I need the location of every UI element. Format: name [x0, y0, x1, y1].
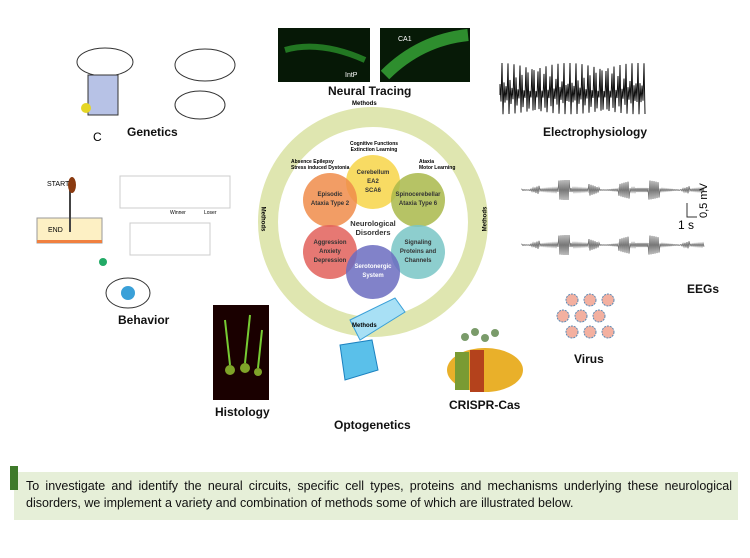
virus-particle: [601, 293, 615, 307]
eeg-trace-2: [521, 234, 705, 256]
scale-s-label: 1 s: [678, 218, 695, 232]
ca1-label: CA1: [398, 36, 412, 43]
mouse-on-pole: [68, 177, 76, 193]
virus-particles-small: [461, 328, 499, 342]
winner-label: Winner: [170, 210, 186, 216]
tube-test-2: [129, 222, 211, 256]
label-genetics: Genetics: [127, 125, 178, 139]
caption-accent-bar: [10, 466, 18, 490]
virus-particle: [592, 309, 606, 323]
disorder-circle: [391, 173, 445, 227]
ring-label-top: Methods: [352, 101, 377, 107]
virus-particle: [565, 325, 579, 339]
label-virus: Virus: [574, 352, 604, 366]
ring-label-right: Methods: [482, 206, 489, 232]
label-electrophysiology: Electrophysiology: [543, 125, 648, 139]
ring-label-bottom: Methods: [352, 323, 377, 329]
virus-particle: [556, 309, 570, 323]
virus-particle: [565, 293, 579, 307]
start-label: START: [47, 181, 70, 188]
virus-particle: [583, 325, 597, 339]
label-crispr: CRISPR-Cas: [449, 398, 521, 412]
c-label: C: [93, 130, 102, 144]
label-eegs: EEGs: [687, 282, 720, 296]
disorder-circle: [346, 245, 400, 299]
disorder-circle: [346, 155, 400, 209]
loser-label: Loser: [204, 210, 217, 216]
tube-test-1: [119, 175, 231, 209]
intp-label: IntP: [345, 72, 358, 79]
disorder-circle: [391, 225, 445, 279]
label-behavior: Behavior: [118, 313, 170, 327]
virus-particle: [574, 309, 588, 323]
disorder-circle: [303, 173, 357, 227]
fly-icon: [99, 258, 107, 266]
label-optogenetics: Optogenetics: [334, 418, 411, 432]
scale-mv-label: 0,5 mV: [698, 183, 710, 218]
electrophysiology-trace: [499, 62, 646, 115]
virus-icons: [556, 293, 615, 339]
disorder-circle: [303, 225, 357, 279]
end-label: END: [48, 227, 63, 234]
caption-text: To investigate and identify the neural c…: [26, 479, 732, 510]
ring-label-left: Methods: [259, 206, 266, 232]
label-histology: Histology: [215, 405, 270, 419]
caption-box: To investigate and identify the neural c…: [10, 466, 738, 520]
neuron-icon: [339, 339, 379, 381]
virus-particle: [583, 293, 597, 307]
virus-particle: [601, 325, 615, 339]
eeg-scale-bar: [686, 203, 697, 218]
label-neural-tracing: Neural Tracing: [328, 84, 412, 98]
bulb-icon: [81, 103, 91, 113]
eeg-trace-1: [521, 179, 705, 201]
optical-fiber: [349, 297, 406, 341]
maze-icon: [87, 74, 119, 116]
